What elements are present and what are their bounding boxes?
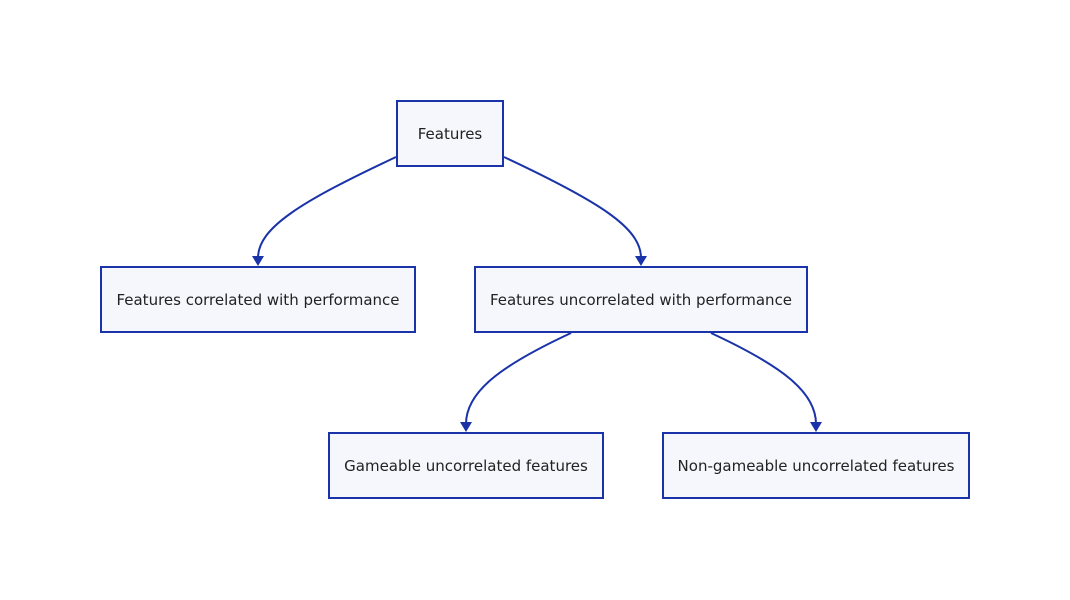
node-non-gameable-features-label: Non-gameable uncorrelated features — [677, 456, 955, 475]
node-features: Features — [396, 100, 504, 167]
node-non-gameable-features: Non-gameable uncorrelated features — [662, 432, 970, 499]
node-features-uncorrelated-label: Features uncorrelated with performance — [489, 290, 793, 309]
node-gameable-features: Gameable uncorrelated features — [328, 432, 604, 499]
arrowhead-correlated — [252, 256, 264, 266]
node-features-uncorrelated: Features uncorrelated with performance — [474, 266, 808, 333]
arrowhead-non-gameable — [810, 422, 822, 432]
edge-uncorrelated-to-gameable — [465, 332, 572, 425]
node-gameable-features-label: Gameable uncorrelated features — [344, 456, 588, 475]
node-features-correlated: Features correlated with performance — [100, 266, 416, 333]
node-features-correlated-label: Features correlated with performance — [116, 290, 400, 309]
edge-root-to-correlated — [257, 156, 397, 259]
node-features-label: Features — [417, 124, 483, 143]
arrowhead-uncorrelated — [635, 256, 647, 266]
edge-root-to-uncorrelated — [503, 156, 642, 259]
edge-uncorrelated-to-non-gameable — [710, 332, 817, 425]
arrowhead-gameable — [460, 422, 472, 432]
